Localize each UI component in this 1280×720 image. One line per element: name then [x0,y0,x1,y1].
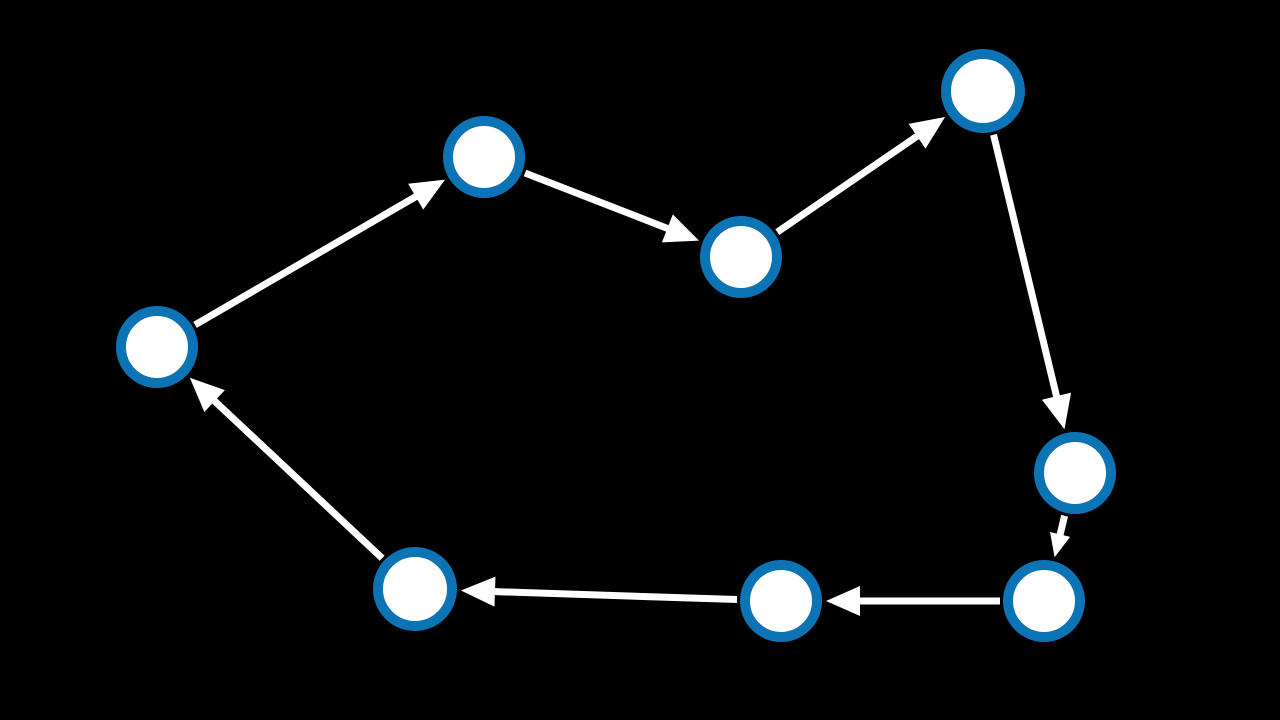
graph-node[interactable] [373,547,457,631]
node-circle[interactable] [443,116,525,198]
node-circle[interactable] [941,49,1025,133]
nodes-layer [116,49,1116,642]
graph-node[interactable] [740,560,822,642]
node-circle[interactable] [740,560,822,642]
node-circle[interactable] [700,216,782,298]
node-circle[interactable] [116,306,198,388]
graph-node[interactable] [1003,560,1085,642]
node-circle[interactable] [1003,560,1085,642]
node-circle[interactable] [1034,432,1116,514]
graph-node[interactable] [1034,432,1116,514]
graph-node[interactable] [941,49,1025,133]
graph-node[interactable] [700,216,782,298]
graph-node[interactable] [116,306,198,388]
graph-node[interactable] [443,116,525,198]
node-circle[interactable] [373,547,457,631]
